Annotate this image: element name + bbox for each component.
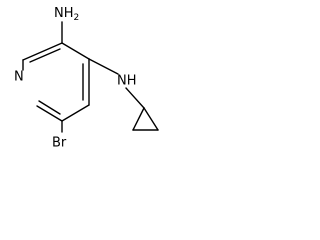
bond-c6-n1	[36, 105, 63, 122]
bond-c2-c3-inner	[29, 48, 61, 63]
bromine-label: Br	[52, 136, 67, 151]
amine-nh2-main: NH	[54, 6, 74, 21]
bond-cp-a	[132, 107, 145, 131]
chemical-structure-diagram: NH2 NH N Br	[14, 6, 159, 151]
bond-c2-c3	[22, 42, 63, 61]
pyridine-ring	[22, 42, 90, 122]
bond-c3-c4	[61, 42, 90, 60]
amine-nh2-subscript: 2	[74, 13, 80, 23]
amine-nh2-label: NH2	[54, 6, 79, 23]
cyclopropyl-ring	[132, 107, 159, 131]
amine-nh-label: NH	[117, 74, 137, 89]
bond-c6-n1-inner	[38, 100, 61, 115]
bond-cp-c	[143, 107, 159, 131]
pyridine-nitrogen-label: N	[14, 70, 24, 85]
bond-c4-nh	[88, 58, 119, 75]
bond-nh-cyclopropyl	[125, 87, 145, 109]
bond-c5-c6	[61, 104, 90, 122]
